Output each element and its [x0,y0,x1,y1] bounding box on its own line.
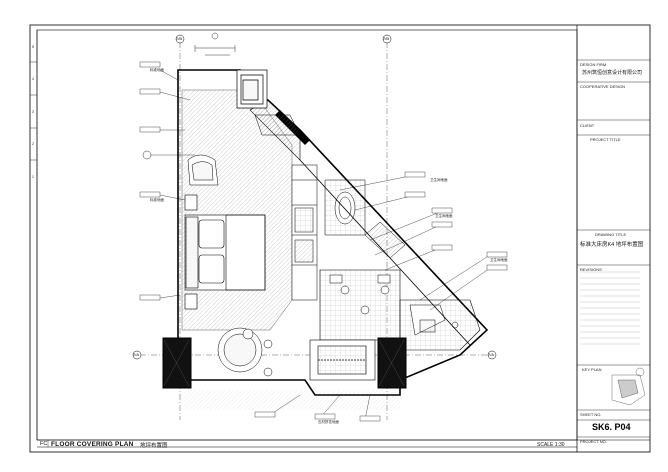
key-plan-label: KEY PLAN [582,367,602,372]
sheet-number: SK6. P04 [592,422,631,432]
left-edge-ticks [30,61,37,161]
title-block-lines [577,59,650,438]
floor-tag-1: 标准地面 [150,68,164,72]
floor-tag-4: 卫生间地面 [435,214,453,218]
grid-label-right: 7/A [488,352,495,357]
tag-boxes [139,61,508,422]
floor-tag-2: 标准地面 [150,198,164,202]
drawing-scale: SCALE 1:30 [537,441,565,448]
sheet-label: SHEET NO. [580,412,602,417]
grid-label-top-left: 7/B [176,36,183,41]
drawing-title-label: DRAWING TITLE [595,232,627,237]
floor-tag-5: 卫生间地面 [490,258,508,262]
outer-border [29,24,651,453]
grid-bubbles [132,34,497,360]
bathroom-fixtures [329,191,459,336]
drawing-name: 标准大床房K4 地坪布置图 [580,242,644,248]
design-firm-label: DESIGN FIRM [580,62,607,67]
project-no-label: PROJECT NO. [580,439,607,444]
revisions-label: REVISIONS [580,267,602,272]
side-label-5: 5 [32,45,34,49]
client-label: CLIENT [580,123,595,128]
floor-tag-3: 卫生间地面 [430,178,448,182]
round-table [217,327,273,377]
entrance [309,339,376,381]
company-name: 苏州筑恒创意设计有限公司 [582,70,643,76]
key-plan-sketch [611,367,646,406]
cooperative-label: COOPERATIVE DESIGN [580,84,626,89]
side-label-4: 4 [32,77,34,81]
side-label-1: 1 [32,175,34,179]
floor-tag-6: 石材拼花地面 [318,420,339,424]
leader-lines [150,69,491,421]
side-label-2: 2 [32,142,34,146]
drawing-code: FC [40,441,48,447]
grid-label-left: 7/A [133,352,140,357]
side-label-3: 3 [32,110,34,114]
wardrobe [291,164,318,301]
grid-label-top-right: 7/B [383,36,390,41]
armchair [187,154,219,186]
project-label: PROJECT TITLE [590,137,621,142]
entry-block [236,69,268,109]
drawing-title: FLOOR COVERING PLAN [51,440,134,448]
drawing-title-cn: 地坪布置图 [140,443,168,449]
top-dimension [194,45,236,56]
bed [184,194,266,310]
